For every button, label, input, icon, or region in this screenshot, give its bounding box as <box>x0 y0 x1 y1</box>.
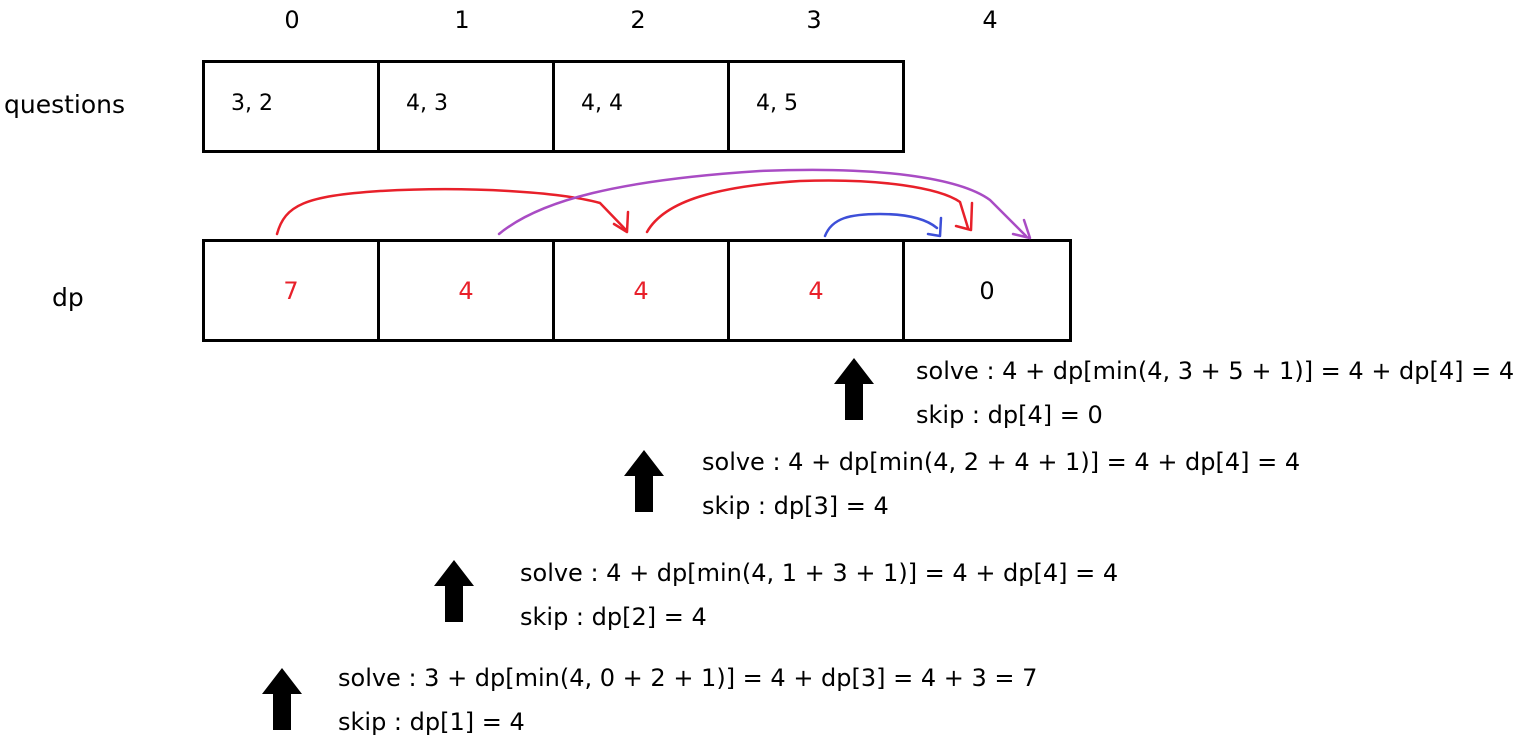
arc-dp2-to-dp4 <box>645 179 970 234</box>
index-1: 1 <box>454 6 470 34</box>
step-i3-equations: solve : 4 + dp[min(4, 3 + 5 + 1)] = 4 + … <box>916 349 1514 437</box>
index-3: 3 <box>806 6 822 34</box>
up-arrow-icon <box>624 450 664 512</box>
dp-value-2: 4 <box>633 276 649 305</box>
dp-label: dp <box>52 283 84 312</box>
skip-equation: skip : dp[2] = 4 <box>520 603 707 631</box>
dp-array: 7 4 4 4 0 <box>202 239 1072 342</box>
index-4: 4 <box>982 6 998 34</box>
dependency-arcs <box>275 168 1032 240</box>
arc-dp3-to-dp4-head <box>926 216 943 238</box>
skip-equation: skip : dp[1] = 4 <box>338 708 525 736</box>
dp-cell-4: 0 <box>902 239 1072 342</box>
questions-value-0: 3, 2 <box>231 91 273 116</box>
arc-dp1-to-dp4 <box>497 168 1028 238</box>
solve-equation: solve : 4 + dp[min(4, 3 + 5 + 1)] = 4 + … <box>916 357 1515 385</box>
dp-value-1: 4 <box>458 276 474 305</box>
up-arrow-icon <box>834 358 874 420</box>
dp-value-3: 4 <box>808 276 824 305</box>
solve-equation: solve : 4 + dp[min(4, 2 + 4 + 1)] = 4 + … <box>702 448 1301 476</box>
solve-equation: solve : 4 + dp[min(4, 1 + 3 + 1)] = 4 + … <box>520 559 1119 587</box>
questions-array: 3, 2 4, 3 4, 4 4, 5 <box>202 60 905 153</box>
step-i0-equations: solve : 3 + dp[min(4, 0 + 2 + 1)] = 4 + … <box>338 656 1037 744</box>
index-2: 2 <box>630 6 646 34</box>
up-arrow-icon <box>262 668 302 730</box>
questions-value-3: 4, 5 <box>756 91 798 116</box>
skip-equation: skip : dp[4] = 0 <box>916 401 1103 429</box>
questions-label: questions <box>4 90 126 119</box>
up-arrow-icon <box>434 560 474 622</box>
arc-dp0-to-dp3 <box>275 187 628 236</box>
skip-equation: skip : dp[3] = 4 <box>702 492 889 520</box>
questions-cell-3: 4, 5 <box>727 60 905 153</box>
arc-dp0-to-dp3-head <box>612 210 630 234</box>
arc-dp1-to-dp4-head <box>1011 218 1032 240</box>
dp-value-0: 7 <box>283 276 299 305</box>
solve-equation: solve : 3 + dp[min(4, 0 + 2 + 1)] = 4 + … <box>338 664 1038 692</box>
step-i1-equations: solve : 4 + dp[min(4, 1 + 3 + 1)] = 4 + … <box>520 551 1118 639</box>
questions-value-1: 4, 3 <box>406 91 448 116</box>
arc-dp3-to-dp4 <box>823 212 939 238</box>
index-0: 0 <box>284 6 300 34</box>
arc-dp2-to-dp4-head <box>954 201 974 232</box>
step-i2-equations: solve : 4 + dp[min(4, 2 + 4 + 1)] = 4 + … <box>702 440 1300 528</box>
questions-value-2: 4, 4 <box>581 91 623 116</box>
dp-value-4: 0 <box>979 276 995 305</box>
